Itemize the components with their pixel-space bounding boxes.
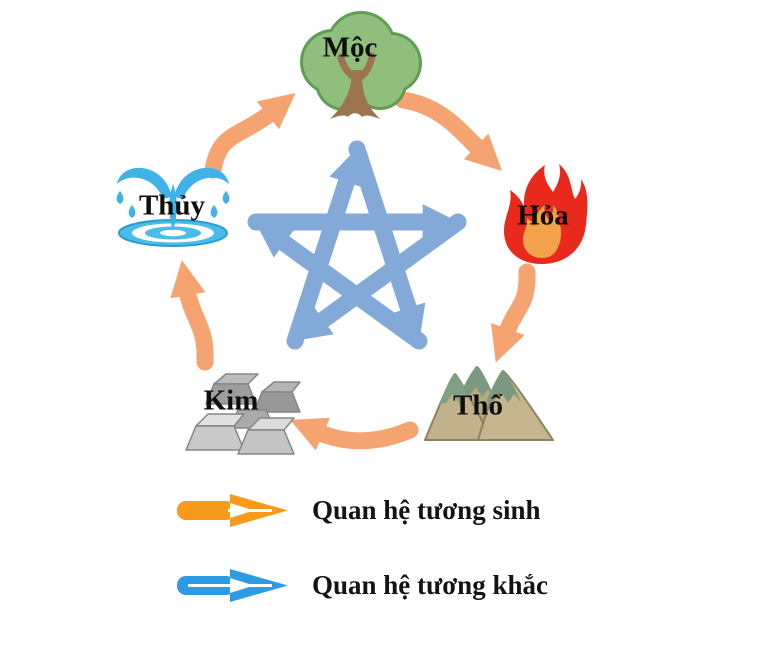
- element-label-wood: Mộc: [322, 31, 378, 64]
- legend-label-tuong-khac: Quan hệ tương khắc: [312, 570, 548, 600]
- metal-icon: [185, 373, 301, 455]
- ingot-front-face: [237, 429, 295, 455]
- overcoming-cycle-arrows: [247, 140, 467, 350]
- ingot-front-face: [185, 425, 245, 451]
- legend-arrow-body: [177, 501, 235, 520]
- tree-branch: [358, 52, 376, 80]
- generating-cycle-arrows: [170, 91, 536, 451]
- generating-arrow-metal-to-water: [170, 260, 214, 371]
- ingot-front-face: [205, 383, 257, 405]
- overcoming-arrow-wood-to-earth: [348, 140, 426, 342]
- element-label-metal: Kim: [203, 384, 259, 417]
- legend-item-tuong-khac: Quan hệ tương khắc: [176, 567, 548, 604]
- water-droplets: [116, 191, 230, 218]
- generating-arrow-earth-to-metal: [290, 417, 419, 451]
- mountain-back-cap: [459, 367, 494, 397]
- tree-branch: [337, 53, 356, 80]
- ingot-top-face: [261, 381, 301, 393]
- water-icon: [116, 167, 230, 247]
- water-ripple-center: [160, 229, 186, 237]
- flame-inner: [523, 205, 562, 258]
- overcoming-arrow-metal-to-wood: [286, 148, 364, 350]
- tree-trunk: [330, 70, 380, 119]
- overcoming-arrow-fire-to-metal: [294, 213, 467, 341]
- legend-arrow-notch: [230, 503, 254, 518]
- mountain-icon: [424, 366, 554, 441]
- element-label-earth: Thổ: [453, 389, 503, 422]
- ingot-top-face: [213, 373, 259, 385]
- water-stream: [169, 184, 177, 231]
- water-spray-right: [174, 167, 229, 199]
- legend-blue-arrow-icon: [177, 569, 288, 602]
- legend-arrow-notch: [230, 578, 254, 593]
- element-label-water: Thủy: [138, 189, 206, 222]
- legend-item-tuong-sinh: Quan hệ tương sinh: [176, 492, 541, 529]
- mountain-right-cap: [486, 371, 521, 403]
- generating-arrow-wood-to-fire: [394, 91, 502, 171]
- water-spray-left: [117, 167, 172, 199]
- generating-arrow-fire-to-earth: [490, 263, 536, 363]
- element-label-fire: Hỏa: [517, 199, 569, 232]
- mountain-left-cap: [439, 374, 473, 405]
- flame-icon: [504, 164, 588, 264]
- generating-arrow-water-to-wood: [204, 92, 296, 179]
- tree-icon: [300, 11, 422, 119]
- legend-orange-arrow-icon: [177, 494, 288, 527]
- legend-label-tuong-sinh: Quan hệ tương sinh: [312, 495, 541, 525]
- ingot-front-face: [253, 391, 301, 413]
